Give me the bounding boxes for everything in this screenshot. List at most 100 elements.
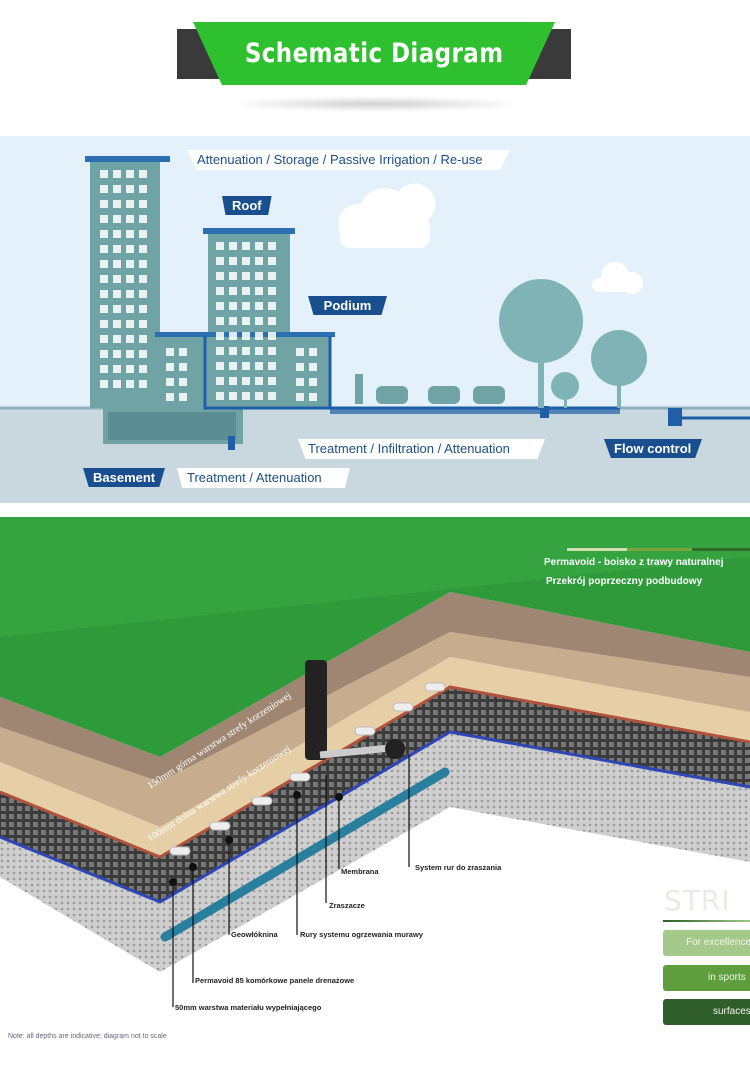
window bbox=[139, 260, 147, 268]
window bbox=[126, 260, 134, 268]
window bbox=[242, 287, 250, 295]
window bbox=[216, 377, 224, 385]
window bbox=[309, 348, 317, 356]
window bbox=[229, 392, 237, 400]
window bbox=[100, 305, 108, 313]
window bbox=[100, 245, 108, 253]
window bbox=[100, 215, 108, 223]
window bbox=[229, 302, 237, 310]
diagram-note: Note: all depths are indicative; diagram… bbox=[8, 1033, 167, 1040]
window bbox=[229, 362, 237, 370]
window bbox=[139, 305, 147, 313]
window bbox=[216, 257, 224, 265]
cloud-small-icon bbox=[592, 262, 643, 294]
trees bbox=[499, 279, 647, 408]
window bbox=[166, 393, 174, 401]
window bbox=[296, 378, 304, 386]
window bbox=[229, 287, 237, 295]
cross-section-title: Permavoid - boisko z trawy naturalnej bbox=[544, 557, 724, 568]
window bbox=[100, 365, 108, 373]
window bbox=[113, 305, 121, 313]
stri-logo: STRI bbox=[664, 884, 731, 917]
window bbox=[255, 392, 263, 400]
window bbox=[126, 245, 134, 253]
window bbox=[126, 290, 134, 298]
window bbox=[268, 242, 276, 250]
cross-section-illustration: 150mm górna warstwa strefy korzeniowej 1… bbox=[0, 517, 750, 1007]
cars bbox=[355, 374, 505, 404]
window bbox=[179, 348, 187, 356]
callout-sprinklers: Zraszacze bbox=[329, 901, 365, 910]
window bbox=[268, 302, 276, 310]
schematic-illustration bbox=[0, 136, 750, 503]
window bbox=[139, 275, 147, 283]
stri-divider bbox=[663, 920, 750, 922]
window bbox=[268, 332, 276, 340]
window bbox=[255, 332, 263, 340]
window bbox=[113, 185, 121, 193]
window bbox=[242, 272, 250, 280]
stri-strip-excellence: For excellence bbox=[663, 930, 750, 956]
window bbox=[296, 348, 304, 356]
window bbox=[113, 365, 121, 373]
banner-shadow bbox=[225, 96, 525, 112]
window bbox=[113, 215, 121, 223]
window bbox=[139, 290, 147, 298]
upper-root-layer bbox=[0, 592, 750, 782]
window bbox=[309, 363, 317, 371]
window bbox=[113, 170, 121, 178]
window bbox=[113, 320, 121, 328]
window bbox=[296, 363, 304, 371]
window bbox=[113, 335, 121, 343]
window bbox=[100, 230, 108, 238]
callout-lines bbox=[172, 755, 410, 1007]
window bbox=[268, 347, 276, 355]
window bbox=[100, 185, 108, 193]
window bbox=[113, 230, 121, 238]
window bbox=[126, 170, 134, 178]
stormwater-schematic: Attenuation / Storage / Passive Irrigati… bbox=[0, 136, 750, 503]
window bbox=[268, 317, 276, 325]
title-banner: Schematic Diagram bbox=[193, 22, 555, 85]
window bbox=[113, 275, 121, 283]
window bbox=[255, 272, 263, 280]
window bbox=[179, 363, 187, 371]
window bbox=[242, 362, 250, 370]
window bbox=[216, 287, 224, 295]
callout-irrigation-pipes: System rur do zraszania bbox=[415, 863, 502, 872]
label-roof: Roof bbox=[222, 196, 272, 215]
callout-membrane: Membrana bbox=[341, 867, 379, 876]
window bbox=[139, 245, 147, 253]
window bbox=[216, 272, 224, 280]
window bbox=[126, 380, 134, 388]
label-flow-control: Flow control bbox=[604, 439, 702, 458]
window bbox=[242, 302, 250, 310]
window bbox=[255, 347, 263, 355]
window bbox=[126, 365, 134, 373]
window bbox=[268, 392, 276, 400]
window bbox=[100, 350, 108, 358]
window bbox=[255, 377, 263, 385]
window bbox=[100, 380, 108, 388]
window bbox=[139, 365, 147, 373]
window bbox=[242, 257, 250, 265]
sprinkler-riser bbox=[305, 660, 327, 760]
window bbox=[139, 185, 147, 193]
window bbox=[255, 302, 263, 310]
window bbox=[100, 170, 108, 178]
window bbox=[242, 317, 250, 325]
window bbox=[216, 242, 224, 250]
window bbox=[229, 332, 237, 340]
cross-section-subtitle: Przekrój poprzeczny podbudowy bbox=[546, 576, 703, 587]
window bbox=[139, 350, 147, 358]
window bbox=[126, 230, 134, 238]
window bbox=[309, 378, 317, 386]
window bbox=[113, 380, 121, 388]
window bbox=[166, 378, 174, 386]
window bbox=[113, 245, 121, 253]
window bbox=[309, 393, 317, 401]
label-podium: Podium bbox=[308, 296, 387, 315]
window bbox=[139, 230, 147, 238]
cloud-rain-icon bbox=[338, 183, 436, 248]
window bbox=[139, 170, 147, 178]
